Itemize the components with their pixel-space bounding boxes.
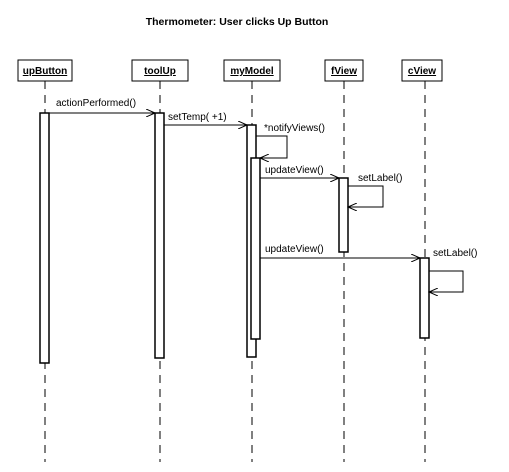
participant-cview: cView	[401, 59, 443, 462]
participant-toolup: toolUp	[131, 59, 189, 462]
message-update-view-cview: updateView()	[260, 244, 420, 258]
message-label: setLabel()	[433, 248, 477, 259]
message-arrow	[256, 135, 288, 158]
participant-name: toolUp	[144, 66, 176, 77]
activation-bar	[39, 112, 50, 364]
message-notify-views: *notifyViews()	[256, 123, 325, 158]
participant-upbutton: upButton	[17, 59, 73, 462]
activation-bar	[338, 177, 349, 253]
participant-name: upButton	[23, 66, 67, 77]
message-set-label-fview: setLabel()	[348, 173, 402, 207]
participant-fview: fView	[324, 59, 364, 462]
message-label: setTemp( +1)	[168, 112, 227, 123]
message-label: setLabel()	[358, 173, 402, 184]
participant-mymodel: myModel	[223, 59, 281, 462]
message-arrow	[348, 185, 384, 207]
message-arrow	[429, 270, 464, 292]
message-label: *notifyViews()	[264, 123, 325, 134]
activation-bar	[154, 112, 165, 359]
message-update-view-fview: updateView()	[260, 165, 339, 178]
message-set-label-cview: setLabel()	[429, 248, 477, 292]
participant-name: myModel	[230, 66, 274, 77]
activation-bar-nested	[250, 157, 261, 340]
participant-box	[401, 59, 443, 82]
participant-name: fView	[331, 66, 357, 77]
activation-bar	[419, 257, 430, 339]
participant-name: cView	[408, 66, 436, 77]
message-set-temp: setTemp( +1)	[164, 112, 247, 125]
message-label: updateView()	[265, 165, 324, 176]
diagram-title: Thermometer: User clicks Up Button	[146, 16, 329, 28]
message-label: updateView()	[265, 244, 324, 255]
message-label: actionPerformed()	[56, 98, 136, 109]
message-action-performed: actionPerformed()	[49, 98, 155, 113]
